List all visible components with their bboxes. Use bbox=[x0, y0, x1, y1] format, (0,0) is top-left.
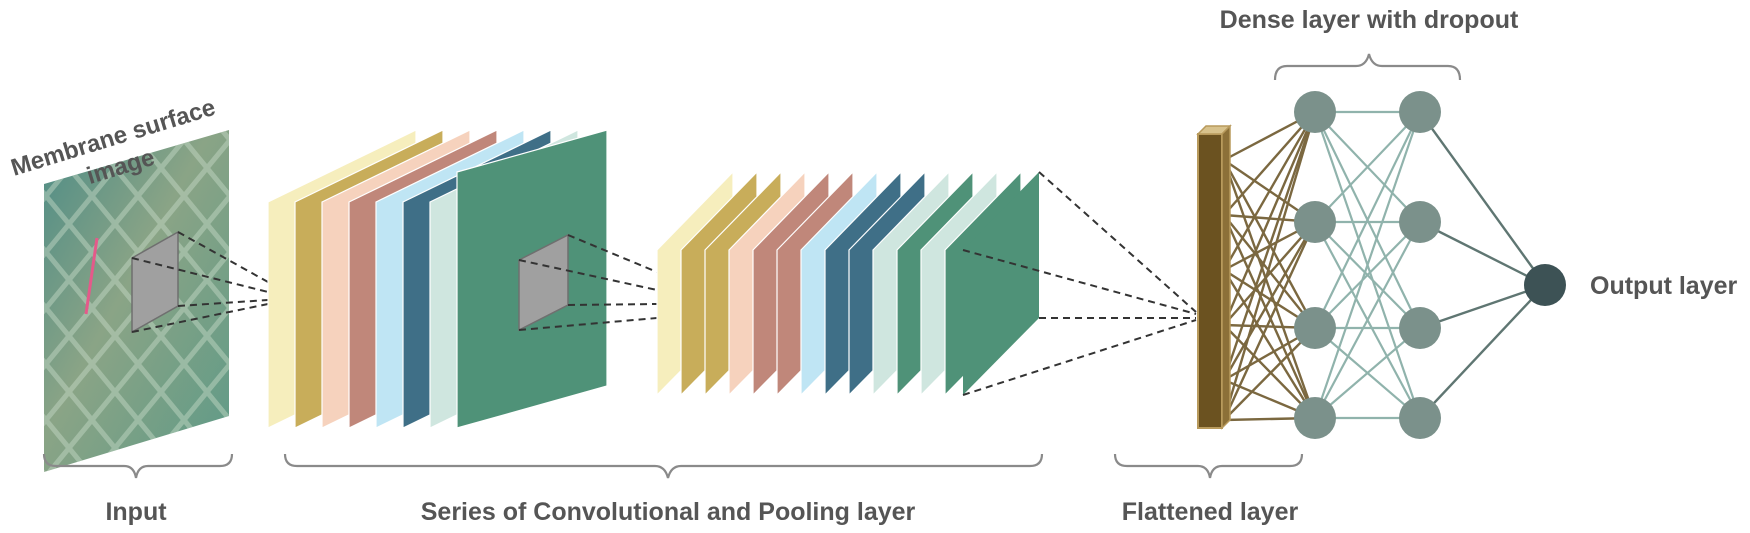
projection-line bbox=[962, 319, 1197, 396]
dense-neuron bbox=[1399, 201, 1441, 243]
dense-link bbox=[1314, 221, 1421, 419]
dense-neuron bbox=[1399, 397, 1441, 439]
dense-link bbox=[1314, 327, 1421, 419]
flatten-dense-link bbox=[1223, 327, 1316, 421]
dense-neuron bbox=[1294, 397, 1336, 439]
flatten-dense-link bbox=[1222, 214, 1317, 419]
input-label: Input bbox=[105, 498, 167, 526]
dense-link bbox=[1313, 111, 1422, 419]
flatten-dense-link bbox=[1223, 111, 1316, 216]
flatten-dense-link bbox=[1222, 221, 1317, 421]
output-label: Output layer bbox=[1590, 272, 1738, 300]
input-image bbox=[44, 130, 229, 472]
conv-pool-brace bbox=[283, 453, 1044, 479]
flatten-dense-link bbox=[1222, 269, 1317, 419]
dense-link bbox=[1314, 221, 1421, 329]
dense-neuron bbox=[1294, 307, 1336, 349]
flattened-bar bbox=[1197, 133, 1223, 429]
flatten-dense-link bbox=[1223, 214, 1316, 329]
dense-label: Dense layer with dropout bbox=[1220, 6, 1519, 34]
dense-neuron bbox=[1294, 201, 1336, 243]
projection-line bbox=[177, 231, 269, 283]
conv-pool-label: Series of Convolutional and Pooling laye… bbox=[421, 498, 916, 526]
dense-link bbox=[1314, 111, 1421, 329]
flatten-dense-link bbox=[1223, 324, 1316, 419]
flatten-dense-link bbox=[1223, 221, 1316, 326]
flatten-dense-link bbox=[1222, 111, 1317, 271]
dense-neuron bbox=[1294, 91, 1336, 133]
output-neuron bbox=[1524, 264, 1566, 306]
flattened-layer-bar bbox=[1196, 124, 1232, 430]
dense-link bbox=[1314, 111, 1421, 223]
projection-line bbox=[567, 303, 658, 306]
flattened-brace bbox=[1113, 453, 1304, 479]
output-link bbox=[1419, 283, 1546, 330]
conv-stack-2 bbox=[656, 170, 1039, 397]
input-brace bbox=[42, 453, 234, 479]
projection-line bbox=[177, 299, 269, 307]
output-link bbox=[1419, 111, 1546, 286]
projection-line bbox=[1038, 171, 1197, 313]
flatten-dense-link bbox=[1222, 111, 1317, 326]
dense-neuron bbox=[1399, 307, 1441, 349]
output-link bbox=[1419, 284, 1546, 419]
output-link bbox=[1419, 220, 1546, 287]
flatten-dense-link bbox=[1222, 111, 1317, 421]
projection-line bbox=[567, 234, 658, 273]
image-marker bbox=[84, 237, 99, 315]
dense-brace bbox=[1273, 53, 1462, 81]
flatten-dense-link bbox=[1222, 221, 1317, 381]
flatten-dense-link bbox=[1222, 159, 1317, 419]
fully-connected-network bbox=[1222, 110, 1546, 422]
pooled-feature-map-last bbox=[963, 172, 1039, 395]
flattened-label: Flattened layer bbox=[1122, 498, 1299, 526]
conv-stack-1 bbox=[267, 129, 608, 429]
dense-neuron bbox=[1399, 91, 1441, 133]
projection-line bbox=[962, 249, 1197, 315]
flatten-dense-link bbox=[1222, 111, 1317, 381]
